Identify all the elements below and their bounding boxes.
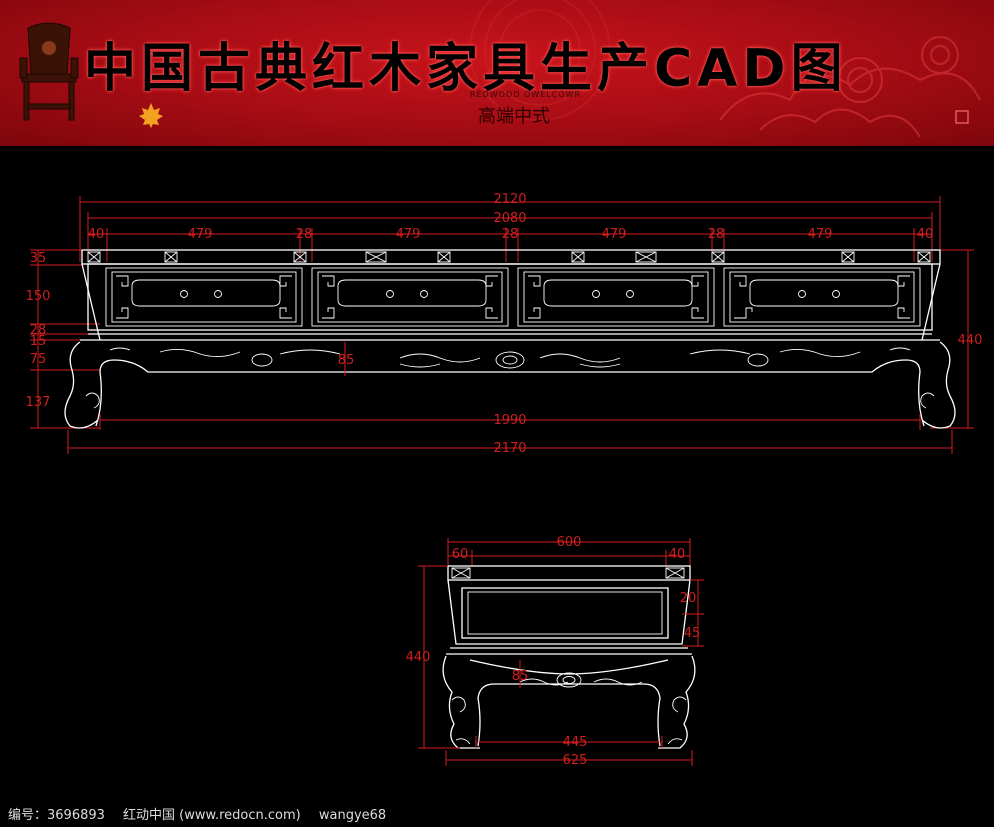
front-view: 2120 2080 40 479 28 479 28 479 28 479 40 [26,192,983,456]
subtitle: 高端中式 [478,106,550,127]
dim-side-apron: 85 [512,669,529,684]
chair-icon [19,22,79,121]
cloud-pattern-icon [469,0,981,138]
dim-overall-top: 2120 [493,192,526,207]
footer: 编号：3696893 红动中国 (www.redocn.com) wangye6… [8,804,400,823]
dim-front-apron: 85 [338,353,355,368]
subtitle-english: REDWOOD OWELCOWR [470,90,582,99]
dim-left-3: 28 [30,323,47,338]
dim-left-2: 150 [26,289,51,304]
dim-right-height: 440 [958,333,983,348]
dim-seg-1: 40 [88,227,105,242]
dim-seg-6: 479 [602,227,627,242]
footer-author: wangye68 [318,808,387,823]
dim-seg-4: 479 [396,227,421,242]
dim-side-top: 600 [557,535,582,550]
dim-seg-5: 28 [502,227,519,242]
cad-drawing: 2120 2080 40 479 28 479 28 479 28 479 40 [26,192,983,768]
dim-seg-2: 479 [188,227,213,242]
dim-seg-3: 28 [296,227,313,242]
dim-seg-8: 479 [808,227,833,242]
dim-left-4: 15 [30,334,47,349]
footer-site: 红动中国 (www.redocn.com) [123,808,301,823]
header-banner: 中国古典红木家具生产CAD图 REDWOOD OWELCOWR 高端中式 [0,0,994,146]
dim-seg-9: 40 [917,227,934,242]
front-apron-legs [64,341,956,429]
maple-leaf-icon [139,103,163,128]
dim-left-6: 137 [26,395,51,410]
dim-side-height: 440 [406,650,431,665]
dim-side-bottom-inner: 445 [563,735,588,750]
dim-side-bottom-overall: 625 [563,753,588,768]
side-carving [451,672,687,745]
dim-left-1: 35 [30,251,47,266]
dim-side-top-left: 60 [452,547,469,562]
dim-seg-7: 28 [708,227,725,242]
front-panels [105,267,921,327]
front-carving [85,347,935,409]
page-title: 中国古典红木家具生产CAD图 [84,39,848,99]
dim-side-right-upper: 20 [680,591,697,606]
dim-side-top-right: 40 [669,547,686,562]
seal-stamp [955,110,969,124]
side-view: 600 60 40 [406,535,704,768]
dim-inner-top: 2080 [493,211,526,226]
dim-left-5: 75 [30,352,47,367]
dim-bottom-overall: 2170 [493,441,526,456]
footer-id: 编号：3696893 [8,808,105,823]
dim-side-right-lower: 45 [684,626,701,641]
dim-bottom-inner: 1990 [493,413,526,428]
side-apron-legs [442,655,696,749]
